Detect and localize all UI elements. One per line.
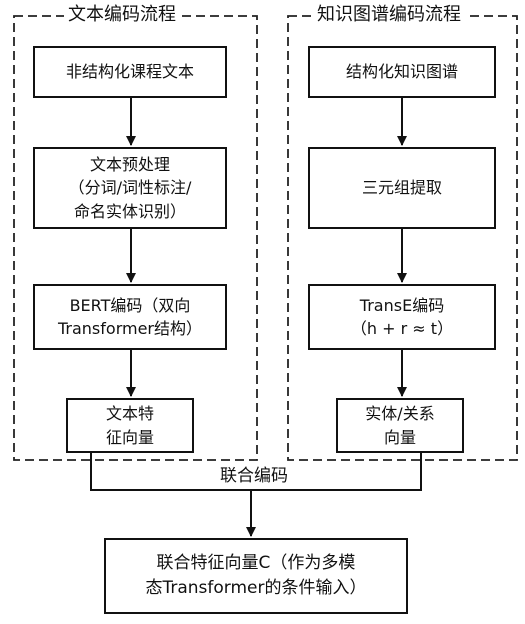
step-label: BERT编码（双向 Transformer结构） bbox=[57, 295, 202, 338]
left-group-title: 文本编码流程 bbox=[64, 4, 180, 27]
step-triple-extraction: 三元组提取 bbox=[308, 147, 496, 229]
step-label: 三元组提取 bbox=[361, 178, 442, 198]
step-label: TransE编码 （h + r ≈ t） bbox=[350, 295, 454, 338]
merge-label: 联合编码 bbox=[218, 466, 290, 488]
step-label: 联合特征向量C（作为多模 态Transformer的条件输入） bbox=[145, 553, 367, 598]
left-group-frame bbox=[13, 15, 258, 461]
merge-connector bbox=[90, 452, 422, 491]
step-text-preprocessing: 文本预处理 （分词/词性标注/ 命名实体识别） bbox=[33, 147, 227, 229]
step-label: 结构化知识图谱 bbox=[345, 62, 458, 82]
step-text-feature-vector: 文本特 征向量 bbox=[66, 398, 194, 453]
step-entity-relation-vector: 实体/关系 向量 bbox=[336, 398, 464, 453]
step-bert-encoding: BERT编码（双向 Transformer结构） bbox=[33, 284, 227, 350]
step-unstructured-text: 非结构化课程文本 bbox=[33, 46, 227, 98]
step-structured-kg: 结构化知识图谱 bbox=[308, 46, 496, 98]
step-label: 非结构化课程文本 bbox=[65, 62, 194, 82]
right-group-title: 知识图谱编码流程 bbox=[313, 4, 465, 27]
step-transe-encoding: TransE编码 （h + r ≈ t） bbox=[308, 284, 496, 350]
step-label: 实体/关系 向量 bbox=[365, 404, 435, 447]
step-joint-feature-vector: 联合特征向量C（作为多模 态Transformer的条件输入） bbox=[104, 538, 408, 614]
step-label: 文本特 征向量 bbox=[105, 404, 154, 447]
step-label: 文本预处理 （分词/词性标注/ 命名实体识别） bbox=[68, 155, 192, 221]
